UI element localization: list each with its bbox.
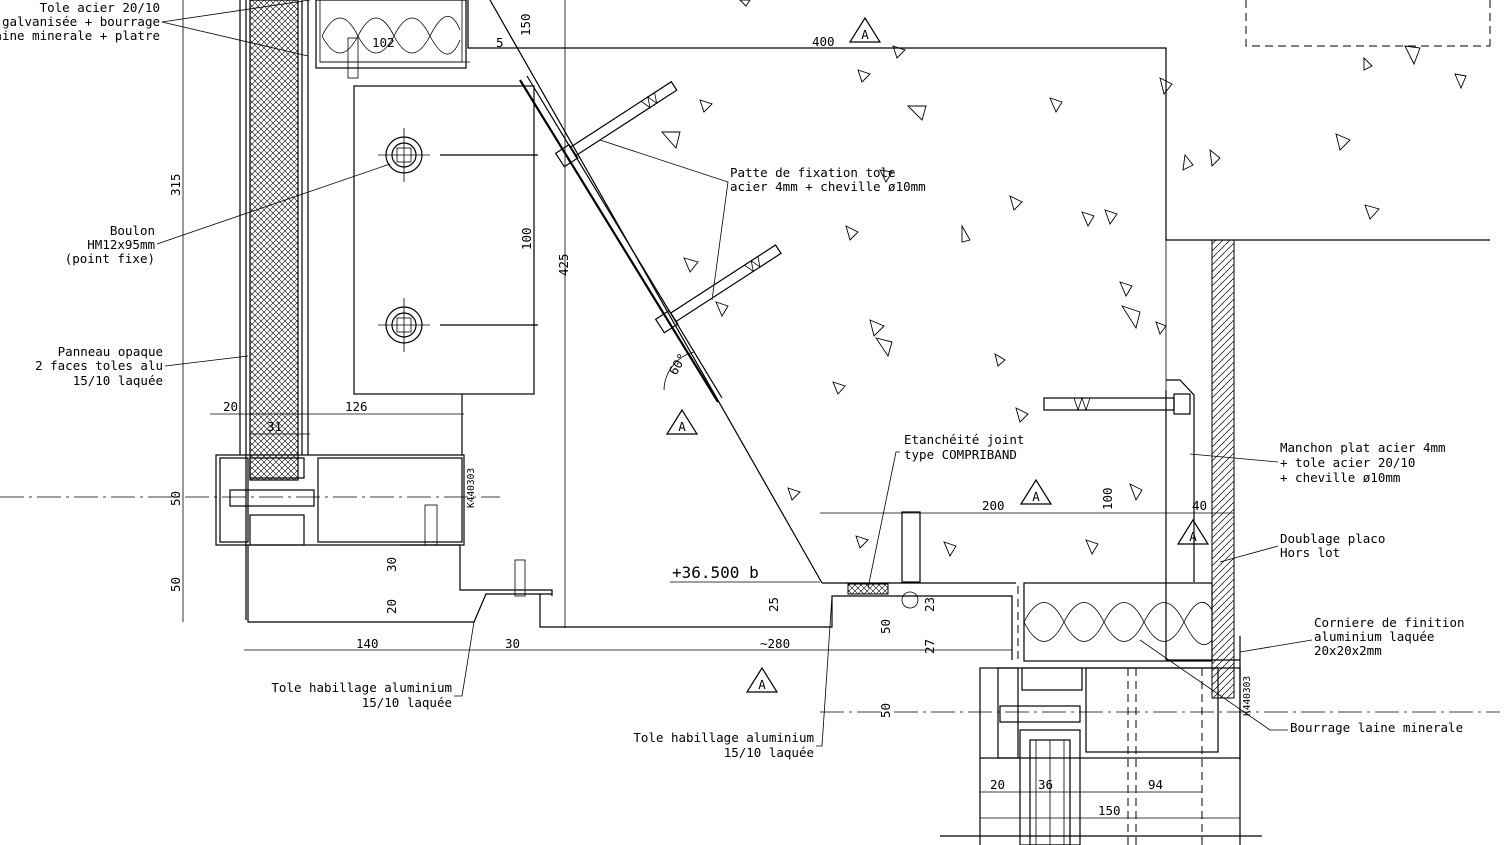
- panel-wall: [239, 0, 309, 620]
- svg-text:laine minerale + platre: laine minerale + platre: [0, 28, 160, 43]
- svg-text:A: A: [758, 677, 766, 692]
- svg-text:Tole habillage aluminium: Tole habillage aluminium: [633, 730, 814, 745]
- svg-text:A: A: [1189, 529, 1197, 544]
- svg-text:100: 100: [519, 227, 534, 250]
- svg-text:A: A: [1032, 489, 1040, 504]
- svg-text:Tole acier 20/10: Tole acier 20/10: [40, 0, 160, 15]
- anchor-bolts: [554, 80, 1191, 415]
- note-etancheite: Etanchéité joint type COMPRIBAND: [867, 432, 1024, 589]
- svg-text:+36.500 b: +36.500 b: [672, 563, 759, 582]
- section-marker-a: A: [665, 408, 699, 435]
- note-bourrage: Bourrage laine minerale: [1139, 639, 1463, 735]
- note-habillage-left: Tole habillage aluminium 15/10 laquée: [271, 621, 475, 710]
- svg-text:150: 150: [518, 13, 533, 36]
- section-marker-a: A: [1176, 518, 1210, 545]
- svg-text:27: 27: [922, 639, 937, 654]
- svg-text:50: 50: [878, 619, 893, 634]
- profile-code-right: K440303: [1242, 676, 1253, 716]
- level-mark: +36.500 b: [670, 563, 820, 583]
- svg-text:2 faces toles alu: 2 faces toles alu: [35, 358, 163, 373]
- note-corniere: Corniere de finition aluminium laquée 20…: [1239, 615, 1465, 658]
- doublage-wall: [1166, 239, 1241, 760]
- note-manchon: Manchon plat acier 4mm + tole acier 20/1…: [1189, 440, 1446, 485]
- note-doublage: Doublage placo Hors lot: [1219, 531, 1385, 563]
- left-window-frame: [0, 454, 526, 597]
- svg-text:+ cheville ø10mm: + cheville ø10mm: [1280, 470, 1400, 485]
- svg-text:Doublage placo: Doublage placo: [1280, 531, 1385, 546]
- svg-text:102: 102: [372, 35, 395, 50]
- svg-text:(point fixe): (point fixe): [65, 251, 155, 266]
- svg-text:200: 200: [982, 498, 1005, 513]
- svg-text:20: 20: [223, 399, 238, 414]
- svg-text:acier 4mm + cheville ø10mm: acier 4mm + cheville ø10mm: [730, 179, 926, 194]
- svg-text:Patte de fixation tole: Patte de fixation tole: [730, 165, 896, 180]
- note-panneau: Panneau opaque 2 faces toles alu 15/10 l…: [35, 344, 249, 388]
- svg-text:Corniere de finition: Corniere de finition: [1314, 615, 1465, 630]
- svg-text:Manchon plat acier 4mm: Manchon plat acier 4mm: [1280, 440, 1446, 455]
- section-markers: A A A A A: [665, 16, 1210, 693]
- svg-text:150: 150: [1098, 803, 1121, 818]
- svg-text:+ tole acier 20/10: + tole acier 20/10: [1280, 455, 1415, 470]
- svg-text:Tole habillage aluminium: Tole habillage aluminium: [271, 680, 452, 695]
- svg-text:20: 20: [990, 777, 1005, 792]
- top-insulation: [315, 0, 470, 79]
- svg-text:A: A: [678, 419, 686, 434]
- svg-text:94: 94: [1148, 777, 1163, 792]
- svg-text:30: 30: [384, 557, 399, 572]
- section-marker-a: A: [848, 16, 882, 43]
- svg-text:315: 315: [168, 173, 183, 196]
- svg-text:Bourrage laine minerale: Bourrage laine minerale: [1290, 720, 1463, 735]
- note-tole-acier: Tole acier 20/10 galvanisée + bourrage l…: [0, 0, 311, 57]
- svg-text:~280: ~280: [760, 636, 790, 651]
- svg-text:15/10 laquée: 15/10 laquée: [73, 373, 163, 388]
- svg-text:400: 400: [812, 34, 835, 49]
- note-boulon: Boulon HM12x95mm (point fixe): [65, 163, 391, 266]
- svg-text:100: 100: [1100, 487, 1115, 510]
- svg-text:23: 23: [922, 597, 937, 612]
- section-marker-a: A: [1019, 478, 1053, 505]
- svg-text:A: A: [861, 27, 869, 42]
- svg-text:Hors lot: Hors lot: [1280, 545, 1340, 560]
- fixing-plate: [519, 75, 723, 403]
- note-habillage-mid: Tole habillage aluminium 15/10 laquée: [633, 595, 833, 760]
- bottom-insulation: [1023, 582, 1213, 662]
- svg-text:40: 40: [1192, 498, 1207, 513]
- svg-text:25: 25: [766, 597, 781, 612]
- svg-text:30: 30: [505, 636, 520, 651]
- section-marker-a: A: [745, 666, 779, 693]
- svg-text:50: 50: [168, 577, 183, 592]
- concrete-slab: [467, 0, 1491, 660]
- svg-text:Boulon: Boulon: [110, 223, 155, 238]
- svg-text:50: 50: [878, 703, 893, 718]
- svg-text:Etanchéité joint: Etanchéité joint: [904, 432, 1024, 447]
- svg-text:140: 140: [356, 636, 379, 651]
- svg-text:20: 20: [384, 599, 399, 614]
- svg-text:15/10 laquée: 15/10 laquée: [362, 695, 452, 710]
- svg-text:425: 425: [556, 253, 571, 276]
- dimensions: 400 102 5 150 315 100 425 20 126 31 50 5…: [168, 0, 1240, 819]
- svg-text:50: 50: [168, 491, 183, 506]
- svg-text:15/10 laquée: 15/10 laquée: [724, 745, 814, 760]
- window-frame: [820, 667, 1500, 845]
- svg-text:36: 36: [1038, 777, 1053, 792]
- svg-text:31: 31: [267, 419, 282, 434]
- svg-text:5: 5: [496, 35, 504, 50]
- profile-code-left: K440303: [466, 468, 477, 508]
- note-patte: Patte de fixation tole acier 4mm + chevi…: [599, 139, 926, 301]
- bracket-plate: [353, 85, 538, 455]
- svg-text:HM12x95mm: HM12x95mm: [87, 237, 155, 252]
- svg-text:galvanisée + bourrage: galvanisée + bourrage: [2, 14, 160, 29]
- svg-text:Panneau opaque: Panneau opaque: [58, 344, 163, 359]
- svg-text:20x20x2mm: 20x20x2mm: [1314, 643, 1382, 658]
- svg-text:type COMPRIBAND: type COMPRIBAND: [904, 447, 1017, 462]
- svg-text:126: 126: [345, 399, 368, 414]
- svg-text:aluminium laquée: aluminium laquée: [1314, 629, 1434, 644]
